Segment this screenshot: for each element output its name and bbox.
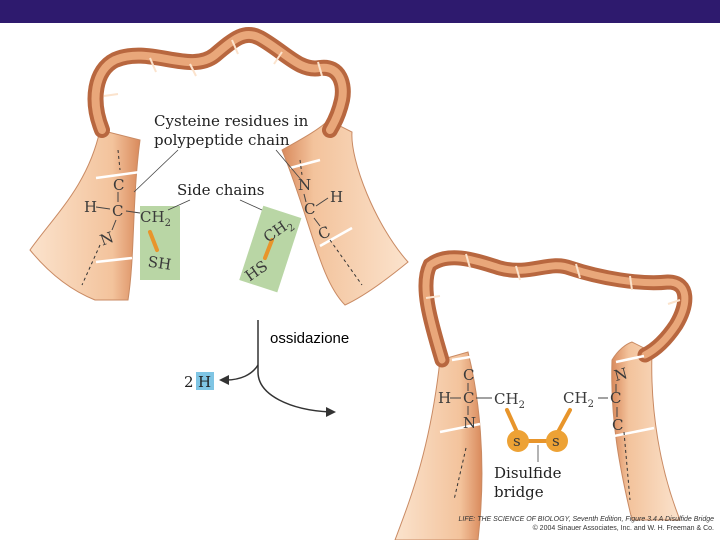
label-s-right: s	[552, 432, 560, 450]
label-oxidation: ossidazione	[270, 330, 350, 347]
sh-group: SH	[147, 253, 173, 274]
chain-before-oxidation: C H C N CH2 SH N H C C CH2 HS Cysteine r…	[29, 26, 409, 306]
atom-c-alpha-left-ox: C	[463, 366, 474, 384]
side-chain-box-left	[140, 206, 180, 280]
atom-h-right: H	[330, 188, 343, 206]
sulfur-atom-right	[546, 430, 568, 452]
chain-after-oxidation: C H C N CH2 CH2 N C C s s Disulfide brid…	[394, 250, 693, 540]
credit-line1: LIFE: THE SCIENCE OF BIOLOGY, Seventh Ed…	[458, 516, 714, 523]
ch2-left: CH2	[140, 208, 171, 229]
label-cysteine-residues-line1: Cysteine residues in	[154, 112, 309, 130]
chain-left-segment-oxidized	[394, 351, 483, 540]
sulfur-atom-left	[507, 430, 529, 452]
atom-n-left: N	[98, 228, 116, 249]
figure-credit: LIFE: THE SCIENCE OF BIOLOGY, Seventh Ed…	[424, 515, 714, 533]
ch2-left-ox: CH2	[494, 390, 525, 411]
atom-n-left-ox: N	[463, 414, 476, 432]
chain-right-segment	[281, 119, 409, 306]
label-disulfide-line2: bridge	[494, 483, 544, 501]
atom-n-right-ox: N	[612, 364, 629, 385]
chain-right-segment-oxidized	[611, 341, 681, 521]
atom-h-left-ox: H	[438, 389, 451, 407]
label-s-left: s	[513, 432, 521, 450]
atom-c-right: C	[304, 200, 315, 218]
label-disulfide-line1: Disulfide	[494, 464, 562, 482]
chain-left-segment	[29, 129, 141, 301]
label-hydrogen: H	[198, 373, 211, 391]
atom-c-right-ox: C	[610, 389, 621, 407]
label-2: 2	[184, 373, 194, 391]
header-bar	[0, 0, 720, 23]
atom-c-carbonyl-right-ox: C	[612, 416, 623, 434]
atom-h-left: H	[84, 198, 97, 216]
atom-c-left-ox: C	[463, 389, 474, 407]
credit-line2: © 2004 Sinauer Associates, Inc. and W. H…	[532, 525, 714, 532]
label-cysteine-residues-line2: polypeptide chain	[154, 131, 290, 149]
label-side-chains: Side chains	[177, 181, 264, 199]
hydrogen-box	[196, 372, 214, 390]
ribbon-loop-oxidized	[418, 250, 693, 368]
atom-c-left: C	[112, 202, 123, 220]
reaction-arrows: 2 H	[184, 319, 336, 417]
ch2-right-ox: CH2	[563, 389, 594, 410]
atom-c-alpha-left: C	[113, 176, 124, 194]
